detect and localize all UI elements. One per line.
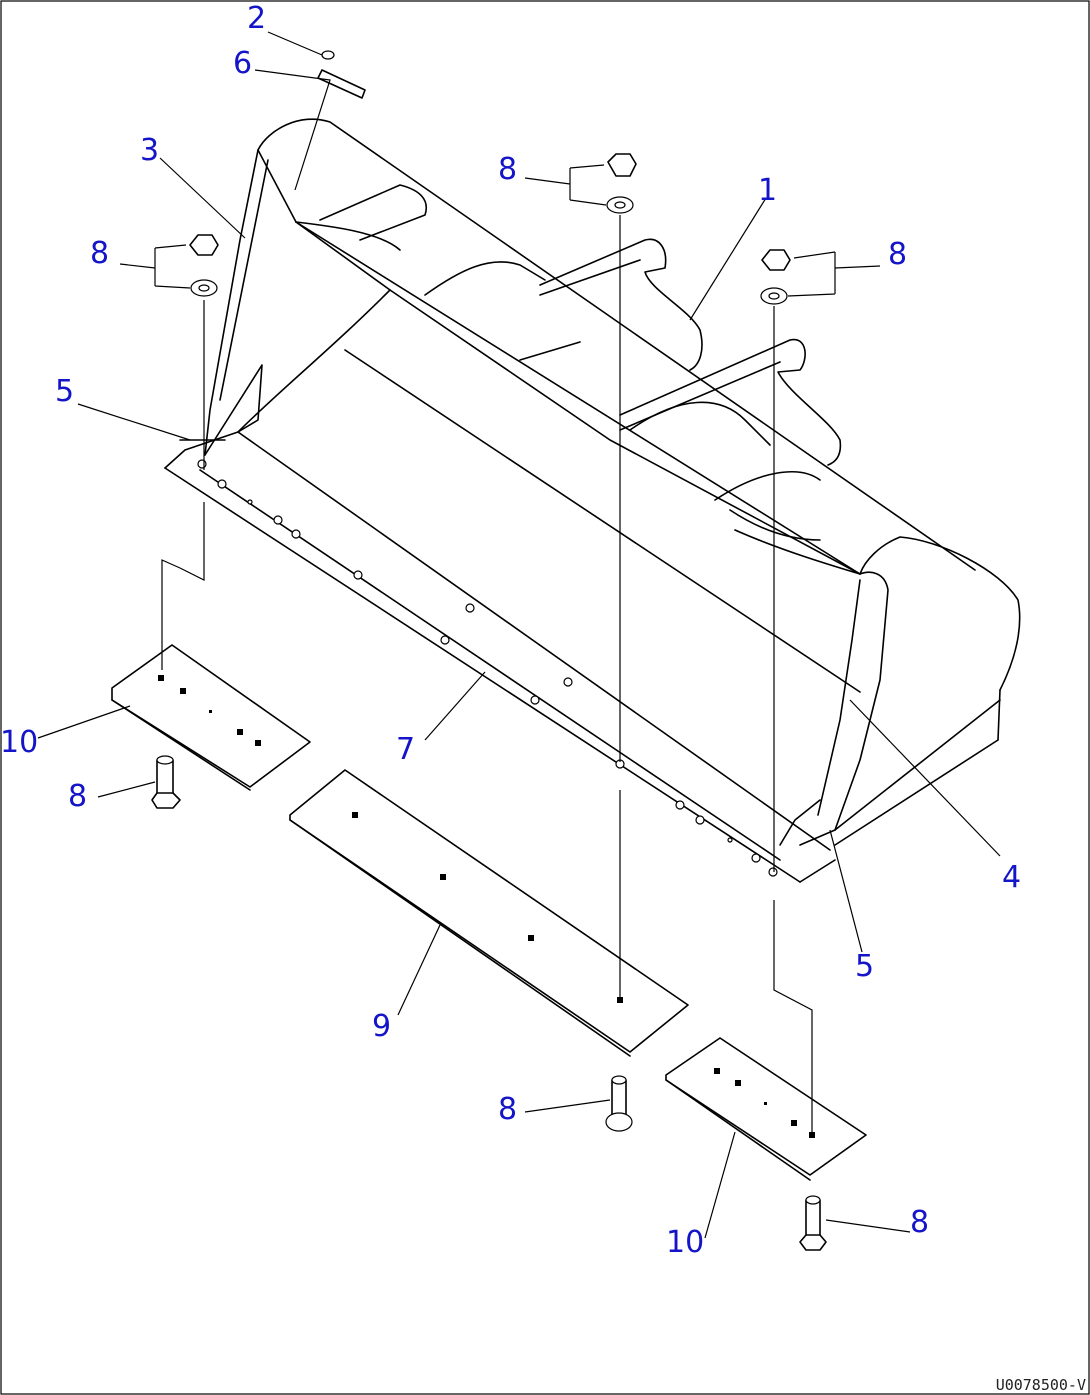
callout-8-right-bolt: 8 xyxy=(910,1205,929,1240)
drawing-code: U0078500-V xyxy=(996,1376,1086,1394)
callout-1: 1 xyxy=(758,173,777,208)
callout-9: 9 xyxy=(372,1009,391,1044)
callout-labels: 2 6 3 8 8 1 8 5 10 8 7 4 5 9 8 10 8 xyxy=(0,1,1021,1260)
bucket-drawing xyxy=(164,118,1021,883)
callout-10-right: 10 xyxy=(666,1225,704,1260)
callout-3: 3 xyxy=(140,133,159,168)
callout-2: 2 xyxy=(247,1,266,36)
callout-10-left: 10 xyxy=(0,725,38,760)
callout-7: 7 xyxy=(396,732,415,767)
callout-8-left-bolt: 8 xyxy=(68,779,87,814)
callout-5-right: 5 xyxy=(855,949,874,984)
callout-5-left: 5 xyxy=(55,374,74,409)
callout-8-right-nut: 8 xyxy=(888,237,907,272)
callout-6: 6 xyxy=(233,46,252,81)
callout-8-middle-nut: 8 xyxy=(498,152,517,187)
leader-lines xyxy=(37,31,1001,1239)
hardware-drawing xyxy=(111,50,867,1251)
callout-8-middle-bolt: 8 xyxy=(498,1092,517,1127)
callout-8-left-nut: 8 xyxy=(90,236,109,271)
callout-4: 4 xyxy=(1002,860,1021,895)
